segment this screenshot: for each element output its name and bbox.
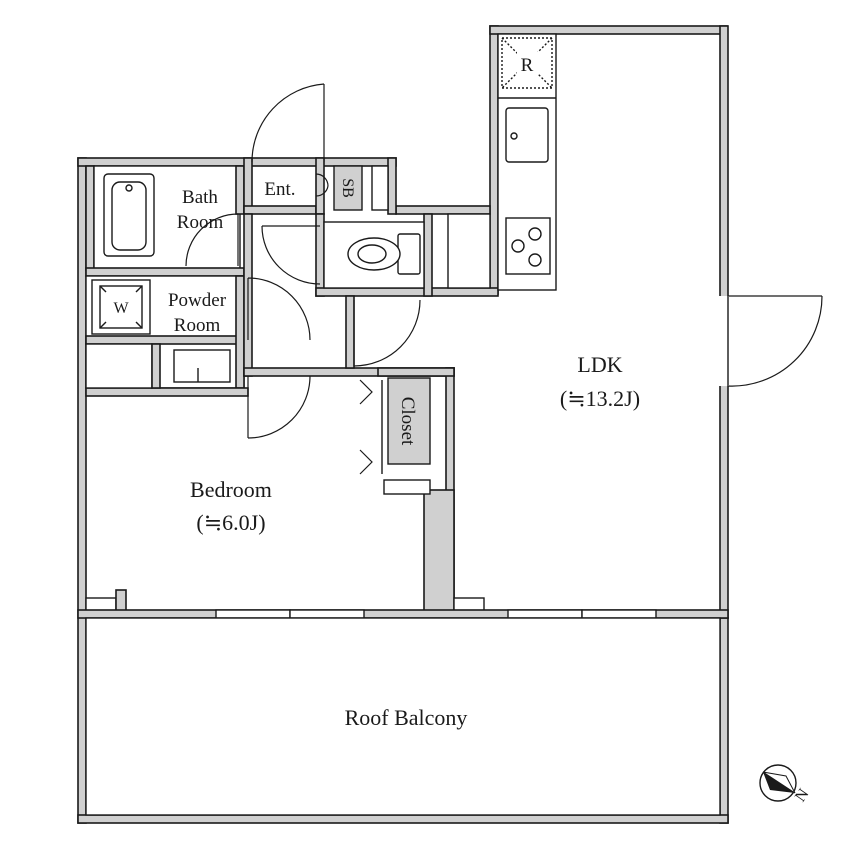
sink-icon: [173, 349, 231, 383]
refrigerator: R: [501, 37, 553, 89]
closet-area: Closet: [359, 367, 455, 617]
entrance: Ent. SB: [243, 83, 389, 215]
shoe-box-label: SB: [339, 178, 356, 198]
ldk: LDK (≒13.2J): [560, 295, 823, 411]
kitchen-sink-icon: [505, 107, 549, 163]
kitchen: R: [497, 33, 557, 291]
balcony-label: Roof Balcony: [345, 705, 468, 730]
bath-label-line2: Room: [177, 212, 224, 233]
closet-label: Closet: [397, 397, 418, 446]
bedroom-label: Bedroom: [190, 477, 272, 502]
bedroom-area-label: (≒6.0J): [196, 510, 265, 535]
ldk-side-door: [727, 295, 823, 387]
bath-door: [185, 213, 239, 267]
shoe-box: SB: [315, 157, 363, 215]
washer-icon: W: [91, 279, 151, 335]
powder-label-line2: Room: [174, 315, 221, 336]
bedroom: Bedroom (≒6.0J): [85, 477, 485, 617]
entrance-label: Ent.: [264, 179, 295, 200]
cabinet: [85, 343, 153, 389]
powder-room: W Powder Room: [85, 275, 249, 397]
refrigerator-label: R: [521, 55, 534, 76]
bath-room: Bath Room: [85, 165, 245, 277]
ldk-door: [345, 295, 421, 369]
toilet-icon: [347, 233, 421, 275]
powder-door: [247, 277, 311, 341]
bath-label-line1: Bath: [182, 187, 218, 208]
stove-icon: [505, 217, 551, 275]
ldk-label: LDK: [577, 352, 622, 377]
ldk-area-label: (≒13.2J): [560, 386, 640, 411]
windows: [77, 609, 729, 619]
washer-label: W: [113, 300, 129, 317]
powder-label-line1: Powder: [168, 290, 227, 311]
roof-balcony: Roof Balcony: [85, 617, 721, 816]
toilet-door: [261, 225, 321, 285]
compass-icon: N: [759, 764, 813, 805]
bathtub-icon: [103, 173, 155, 257]
entrance-door: [251, 83, 325, 163]
toilet-room: [261, 213, 499, 297]
bedroom-door: [247, 375, 311, 439]
